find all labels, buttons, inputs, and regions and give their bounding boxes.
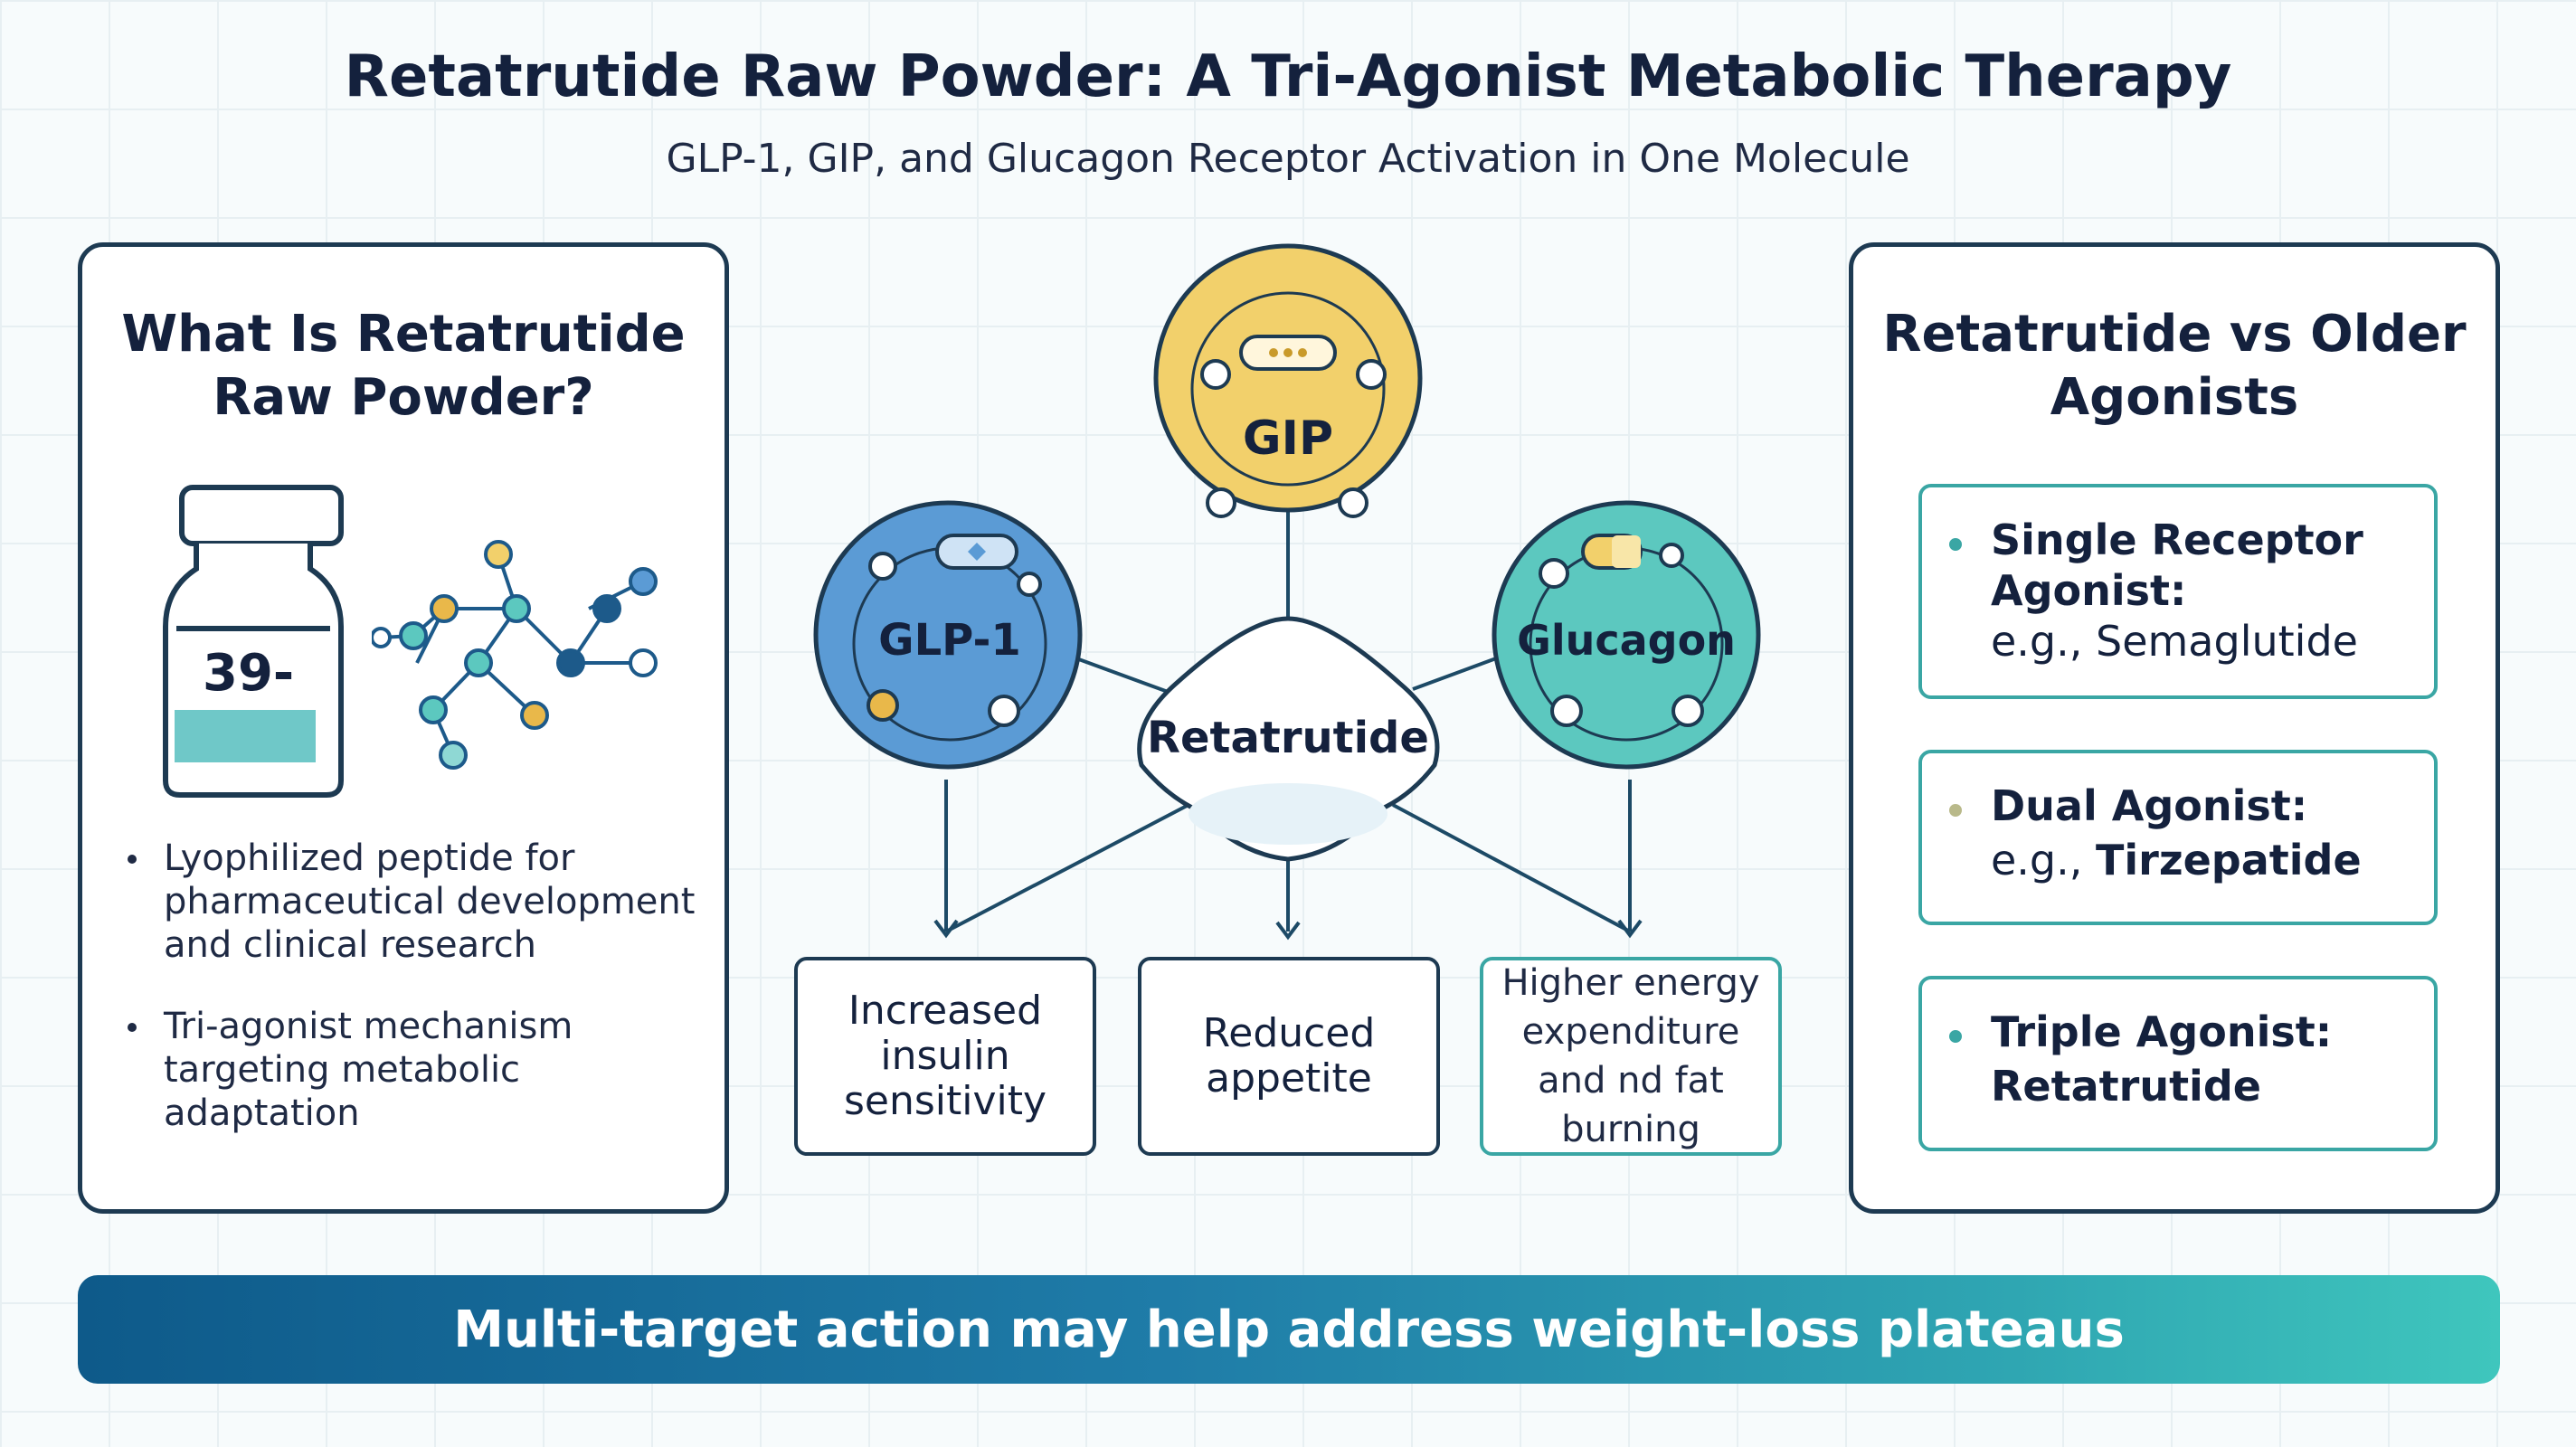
page-title: Retatrutide Raw Powder: A Tri-Agonist Me… <box>344 43 2232 110</box>
retatrutide-center-node <box>1137 616 1440 862</box>
gip-receptor-node <box>1153 243 1423 518</box>
retatrutide-center-label: Retatrutide <box>1147 713 1429 763</box>
comparison-heading-line2: Agonists <box>2050 368 2299 427</box>
compare-dual-agonist: Dual Agonist: e.g., Tirzepatide <box>1918 750 2438 925</box>
single-agonist-example: e.g., Semaglutide <box>1991 617 2358 666</box>
molecule-icon <box>372 540 658 770</box>
connector-glp1-center <box>1075 657 1171 695</box>
summary-banner-text: Multi-target action may help address wei… <box>453 1300 2125 1359</box>
dual-agonist-label: Dual Agonist: <box>1991 781 2308 830</box>
what-is-bullet-list: Lyophilized peptide for pharmaceutical d… <box>128 837 706 1173</box>
comparison-panel: Retatrutide vs Older Agonists Single Rec… <box>1849 242 2500 1214</box>
dual-agonist-example: e.g., Tirzepatide <box>1991 836 2362 884</box>
teal-dot-icon <box>1949 1030 1962 1043</box>
comparison-heading-line1: Retatrutide vs Older <box>1882 305 2467 364</box>
glp1-label: GLP-1 <box>878 615 1021 666</box>
teal-dot-icon <box>1949 538 1962 551</box>
what-is-heading-line1: What Is Retatrutide <box>121 305 686 364</box>
page-subtitle: GLP-1, GIP, and Glucagon Receptor Activa… <box>666 136 1910 182</box>
glucagon-receptor-node <box>1492 500 1761 770</box>
connector-center-insulin <box>945 803 1189 933</box>
single-agonist-label: Single Receptor Agonist: <box>1991 515 2363 615</box>
vial-icon <box>163 485 344 798</box>
outcome-reduced-appetite: Reduced appetite <box>1138 957 1440 1156</box>
gip-label: GIP <box>1243 411 1333 466</box>
compare-single-agonist: Single Receptor Agonist: e.g., Semagluti… <box>1918 484 2438 699</box>
glp1-receptor-node <box>813 500 1083 770</box>
outcome-energy-expenditure: Higher energy expenditure and nd fat bur… <box>1480 957 1782 1156</box>
arrowhead-energy <box>1617 919 1643 939</box>
outcome-energy-text: Higher energy expenditure and nd fat bur… <box>1501 962 1760 1150</box>
bullet-tri-agonist: Tri-agonist mechanism targeting metaboli… <box>128 1005 706 1135</box>
outcome-insulin-sensitivity: Increased insulin sensitivity <box>794 957 1096 1156</box>
what-is-heading-line2: Raw Powder? <box>213 368 594 427</box>
outcome-insulin-text: Increased insulin sensitivity <box>843 988 1047 1124</box>
glucagon-label: Glucagon <box>1517 616 1736 665</box>
triple-agonist-label: Triple Agonist: <box>1991 1007 2333 1056</box>
vial-label: 39- <box>203 644 295 703</box>
arrowhead-insulin <box>933 919 959 939</box>
what-is-panel: What Is Retatrutide Raw Powder? <box>78 242 729 1214</box>
compare-triple-agonist: Triple Agonist: Retatrutide <box>1918 976 2438 1151</box>
bullet-lyophilized: Lyophilized peptide for pharmaceutical d… <box>128 837 706 967</box>
arrowhead-appetite <box>1275 921 1301 941</box>
connector-glucagon-center <box>1412 657 1497 691</box>
triple-agonist-example: Retatrutide <box>1991 1062 2261 1111</box>
outcome-appetite-text: Reduced appetite <box>1202 1010 1376 1102</box>
olive-dot-icon <box>1949 804 1962 817</box>
connector-center-energy <box>1392 803 1631 933</box>
summary-banner: Multi-target action may help address wei… <box>78 1275 2500 1384</box>
